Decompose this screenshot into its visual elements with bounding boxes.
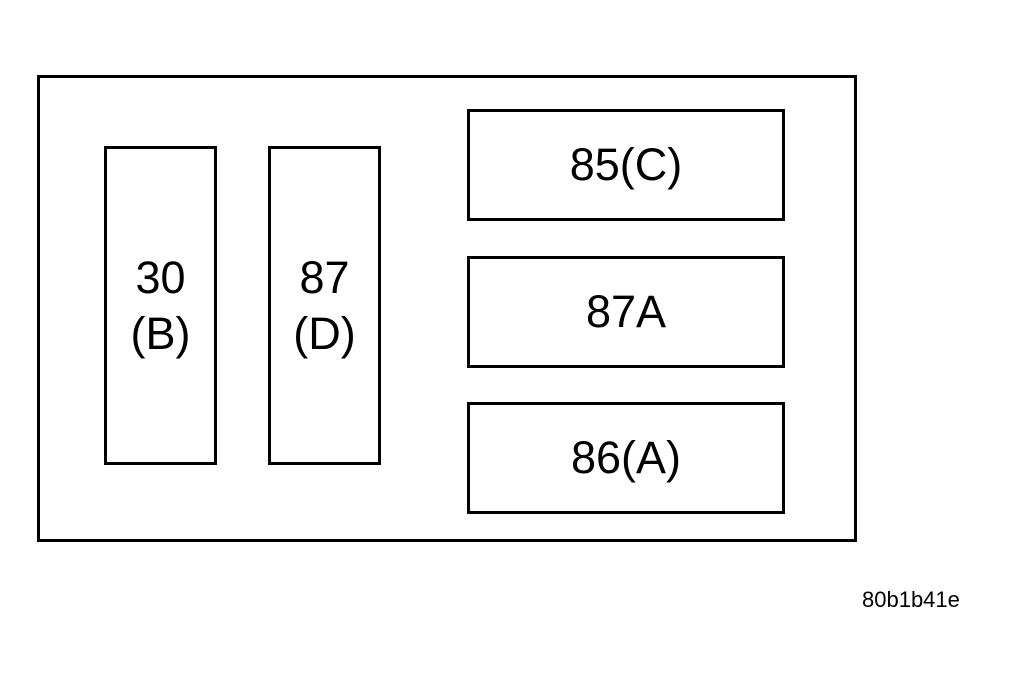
terminal-86-label: 86(A) bbox=[570, 432, 682, 483]
terminal-87a-label: 87A bbox=[585, 286, 667, 337]
terminal-86-a: 86(A) bbox=[467, 402, 785, 514]
terminal-30-b: 30 (B) bbox=[104, 146, 217, 465]
terminal-87-letter: (D) bbox=[293, 307, 356, 359]
terminal-87a: 87A bbox=[467, 256, 785, 368]
relay-connector-outline bbox=[37, 75, 857, 542]
terminal-85-label: 85(C) bbox=[569, 139, 683, 190]
terminal-85-c: 85(C) bbox=[467, 109, 785, 221]
figure-reference-code: 80b1b41e bbox=[862, 587, 960, 612]
terminal-30-letter: (B) bbox=[130, 307, 191, 359]
terminal-30-number: 30 bbox=[135, 251, 186, 303]
terminal-87-d: 87 (D) bbox=[268, 146, 381, 465]
terminal-87-number: 87 bbox=[299, 251, 350, 303]
